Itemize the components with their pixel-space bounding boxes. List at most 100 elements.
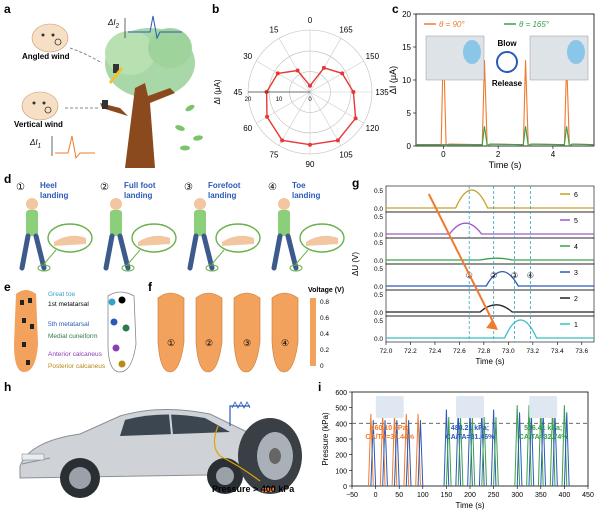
g-ylabel: ΔU (V)	[351, 252, 360, 276]
d-foot	[222, 235, 254, 246]
angled-wind-label: Angled wind	[22, 52, 70, 61]
g-row-ytick: 0.0	[374, 336, 383, 343]
g-xtick-label: 72.4	[429, 348, 442, 355]
g-row-ytick: 0.0	[374, 258, 383, 265]
i-pressure-peak	[382, 420, 388, 487]
f-foot-map	[157, 292, 185, 373]
c-legend-label: θ = 165°	[519, 20, 550, 29]
panel-a-illustration	[21, 15, 203, 168]
c-ytick-label: 0	[407, 142, 412, 151]
g-xtick-label: 73.6	[575, 348, 588, 355]
d-person-legs	[19, 233, 47, 271]
e-foot-orange	[14, 290, 38, 372]
e-anatomy-label: Anterior calcaneus	[48, 351, 103, 358]
i-pressure-peak	[490, 409, 497, 487]
g-xtick-label: 72.0	[380, 348, 393, 355]
f-foot-map	[195, 292, 223, 373]
g-xtick-label: 72.6	[453, 348, 466, 355]
g-channel-label: 4	[574, 244, 578, 251]
f-colorbar	[310, 298, 316, 366]
e-sensor-marker	[20, 300, 24, 305]
polar-spoke	[256, 60, 311, 93]
panel-label-a: a	[4, 2, 11, 16]
polar-angle-label: 135	[375, 88, 389, 97]
g-row-ytick: 0.5	[374, 188, 383, 195]
g-xtick-label: 72.2	[404, 348, 417, 355]
c-blow-label: Blow	[497, 39, 517, 48]
e-anatomy-label: Great toe	[48, 291, 75, 298]
f-scale-title: Voltage (V)	[308, 287, 344, 294]
f-foot-label: ④	[281, 338, 289, 348]
g-phase-label: ②	[490, 271, 497, 280]
c-ytick-label: 5	[407, 109, 412, 118]
d-person-torso	[26, 210, 38, 236]
polar-ylabel: ΔI (μA)	[213, 79, 222, 104]
polar-data-point	[340, 71, 345, 76]
f-scale-tick: 0	[320, 363, 324, 370]
polar-data-point	[321, 65, 326, 70]
vertical-wind-label: Vertical wind	[14, 120, 63, 129]
i-ytick-label: 0	[343, 484, 347, 491]
g-row-ytick: 0.0	[374, 284, 383, 291]
polar-angle-label: 60	[243, 124, 252, 133]
d-zoom-connector	[127, 249, 141, 265]
i-ytick-label: 300	[335, 437, 347, 444]
polar-spoke	[278, 91, 311, 146]
i-xtick-label: 300	[511, 492, 523, 499]
pressure-threshold-label: Pressure > 400 kPa	[212, 484, 295, 494]
polar-data-point	[353, 116, 358, 121]
polar-data-point	[280, 138, 285, 143]
i-pressure-peak	[417, 420, 424, 487]
i-xtick-label: 200	[464, 492, 476, 499]
c-ytick-label: 10	[402, 76, 411, 85]
polar-radial-tick: 20	[245, 97, 252, 103]
g-series-line	[386, 257, 594, 261]
g-row-ytick: 0.5	[374, 266, 383, 273]
g-channel-label: 3	[574, 270, 578, 277]
d-step-text: Toe	[292, 181, 306, 190]
i-ytick-label: 500	[335, 406, 347, 413]
d-step-number: ④	[268, 182, 277, 193]
e-sensor-marker	[28, 298, 32, 303]
d-person-legs	[187, 233, 215, 271]
d-person-head	[278, 198, 290, 210]
g-channel-label: 5	[574, 218, 578, 225]
e-sensor-marker	[22, 342, 26, 347]
d-foot-highlight	[205, 264, 219, 272]
polar-angle-label: 15	[270, 26, 279, 35]
panel-h-car-illustration	[19, 401, 302, 498]
polar-angle-label: 0	[308, 16, 313, 25]
d-foot	[54, 235, 86, 246]
i-ytick-label: 400	[335, 421, 347, 428]
panel-g-multi-channel-chart: 0.50.060.50.050.50.040.50.030.50.020.50.…	[351, 185, 595, 366]
d-foot-highlight	[289, 264, 303, 272]
i-xtick-label: −50	[346, 492, 358, 499]
polar-data-point	[295, 68, 300, 73]
e-anatomy-label: 1st metatarsal	[48, 301, 89, 308]
d-person-legs	[271, 233, 299, 271]
e-anatomy-label: Posterior calcaneus	[48, 363, 106, 370]
panel-label-d: d	[4, 172, 12, 186]
i-pressure-peak	[526, 405, 532, 487]
g-phase-label: ④	[527, 271, 534, 280]
c-series-line	[416, 126, 595, 147]
g-row-ytick: 0.5	[374, 214, 383, 221]
g-channel-label: 6	[574, 192, 578, 199]
g-channel-label: 2	[574, 296, 578, 303]
polar-angle-label: 165	[339, 26, 353, 35]
i-group-value: 516.41 kPa;	[524, 425, 562, 432]
i-pressure-peak	[405, 420, 412, 487]
polar-angle-label: 90	[306, 160, 315, 169]
d-person-head	[26, 198, 38, 210]
d-step-text: landing	[40, 191, 69, 200]
g-series-line	[386, 189, 594, 209]
c-glove-right	[567, 40, 585, 64]
e-sensor-dot	[110, 318, 118, 326]
i-pressure-peak	[481, 417, 488, 487]
i-pressure-peak	[516, 412, 523, 487]
d-foot-highlight	[121, 264, 135, 272]
g-row-ytick: 0.0	[374, 232, 383, 239]
